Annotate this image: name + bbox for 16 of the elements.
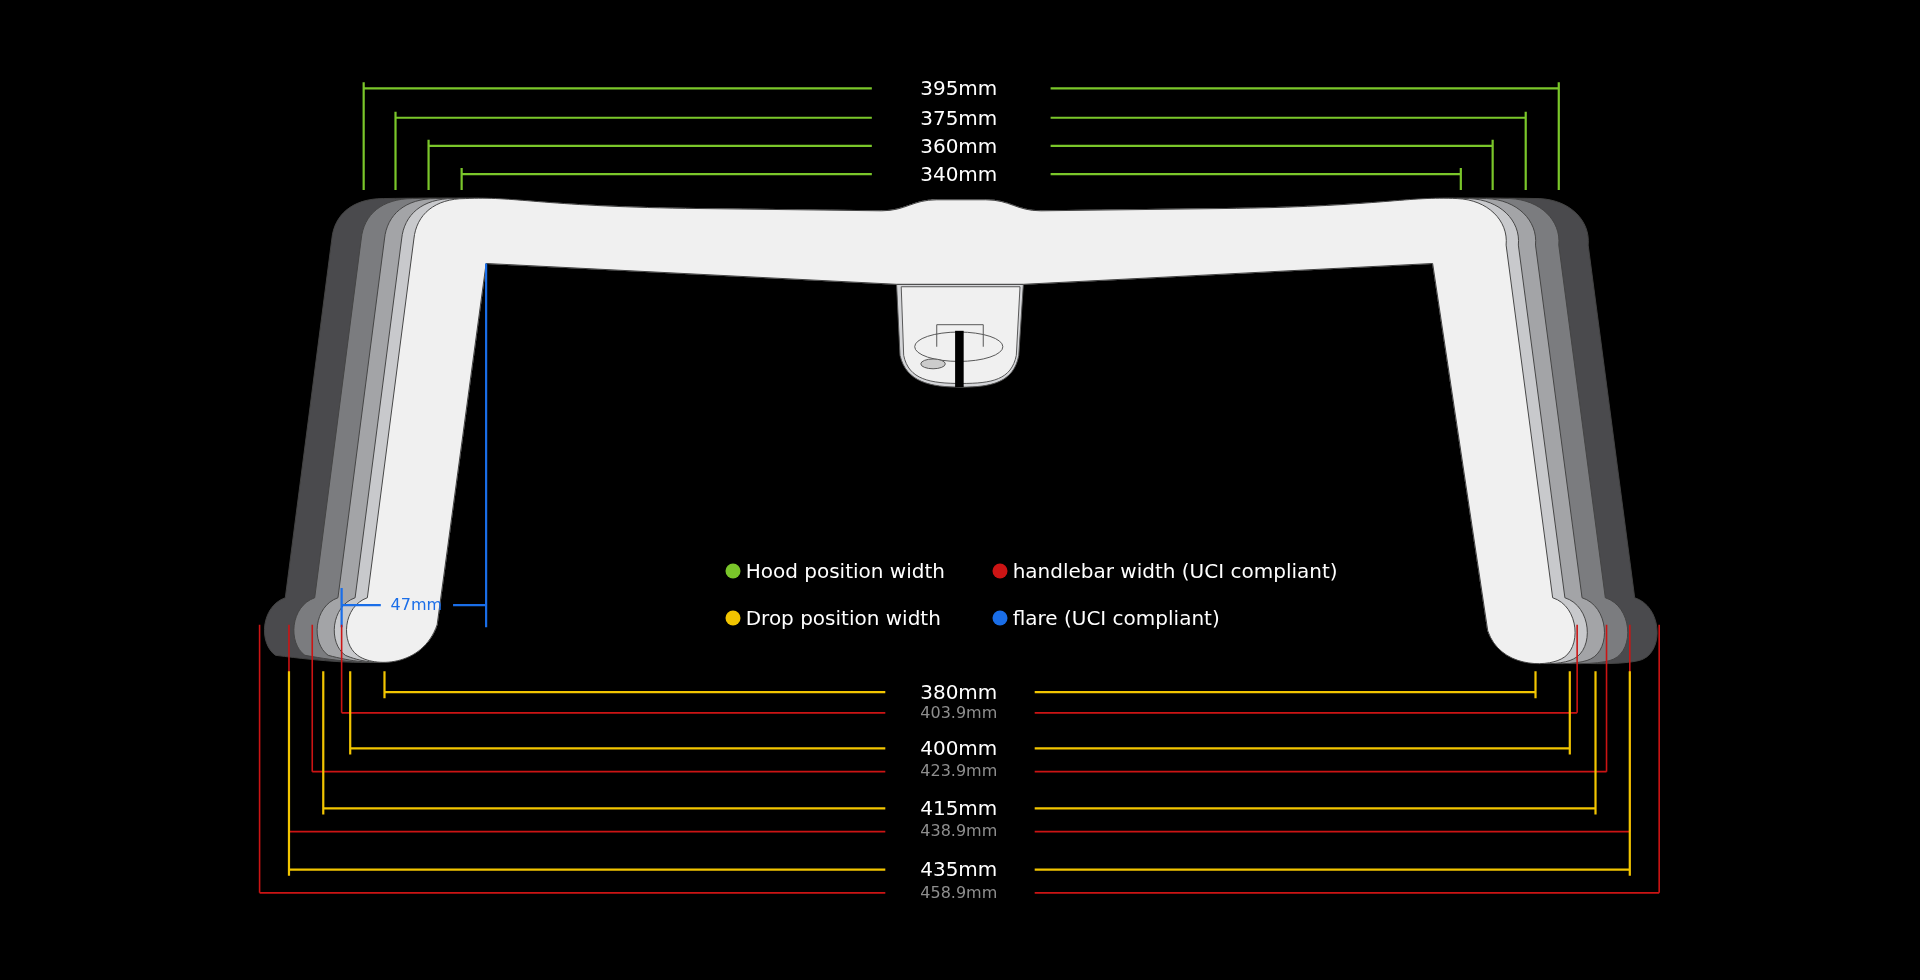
dimension-label: 415mm <box>920 798 998 819</box>
dimension-label: 360mm <box>920 135 998 156</box>
legend-label: Hood position width <box>745 560 945 581</box>
dimension-label: 380mm <box>920 681 998 702</box>
dimension-label: 423.9mm <box>920 763 998 780</box>
legend-label: handlebar width (UCI compliant) <box>1012 560 1338 581</box>
dimension-label: 438.9mm <box>920 823 998 840</box>
dimension-label: 458.9mm <box>920 884 998 901</box>
dimension-label: 375mm <box>920 107 998 128</box>
dimension-label: 400mm <box>920 738 998 759</box>
dimension-label: 435mm <box>920 859 998 880</box>
dimension-label: 340mm <box>920 163 998 184</box>
legend-label: flare (UCI compliant) <box>1012 608 1220 629</box>
dimension-label: 403.9mm <box>920 704 998 721</box>
dimension-label: 395mm <box>920 78 998 99</box>
legend-label: Drop position width <box>745 608 941 629</box>
